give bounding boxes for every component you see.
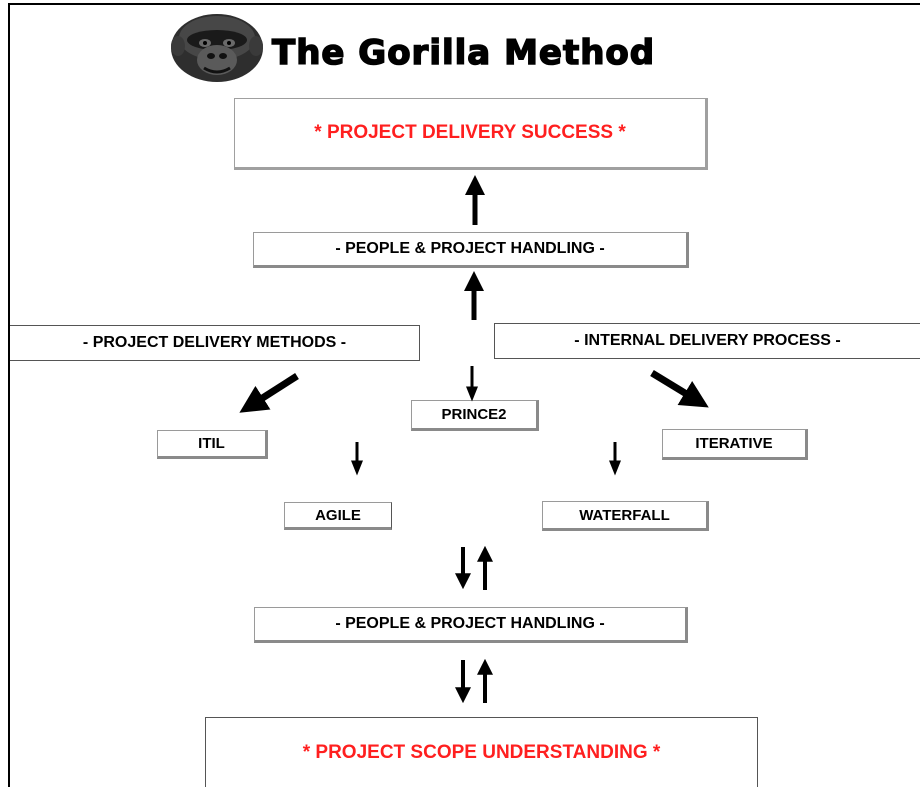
arrow-diagonal-to-itil — [239, 373, 299, 413]
agile-box: AGILE — [284, 502, 392, 530]
internal-delivery-process-box: - INTERNAL DELIVERY PROCESS - — [494, 323, 920, 359]
project-scope-understanding-box: * PROJECT SCOPE UNDERSTANDING * — [205, 717, 758, 787]
project-delivery-success-box: * PROJECT DELIVERY SUCCESS * — [234, 98, 708, 170]
project-delivery-methods-box: - PROJECT DELIVERY METHODS - — [10, 325, 420, 361]
people-project-handling-top-box: - PEOPLE & PROJECT HANDLING - — [253, 232, 689, 268]
frame-top-line — [8, 3, 920, 5]
waterfall-box: WATERFALL — [542, 501, 709, 531]
gorilla-face-icon — [171, 14, 263, 82]
bidirectional-arrows-upper — [455, 545, 493, 590]
frame-left-line — [8, 3, 10, 787]
iterative-box: ITERATIVE — [662, 429, 808, 460]
itil-box: ITIL — [157, 430, 268, 459]
bidirectional-arrows-lower — [455, 658, 493, 704]
people-project-handling-bottom-box: - PEOPLE & PROJECT HANDLING - — [254, 607, 688, 643]
arrow-diagonal-to-iterative — [650, 370, 709, 408]
diagram-title: The Gorilla Method — [271, 32, 656, 74]
prince2-box: PRINCE2 — [411, 400, 539, 431]
